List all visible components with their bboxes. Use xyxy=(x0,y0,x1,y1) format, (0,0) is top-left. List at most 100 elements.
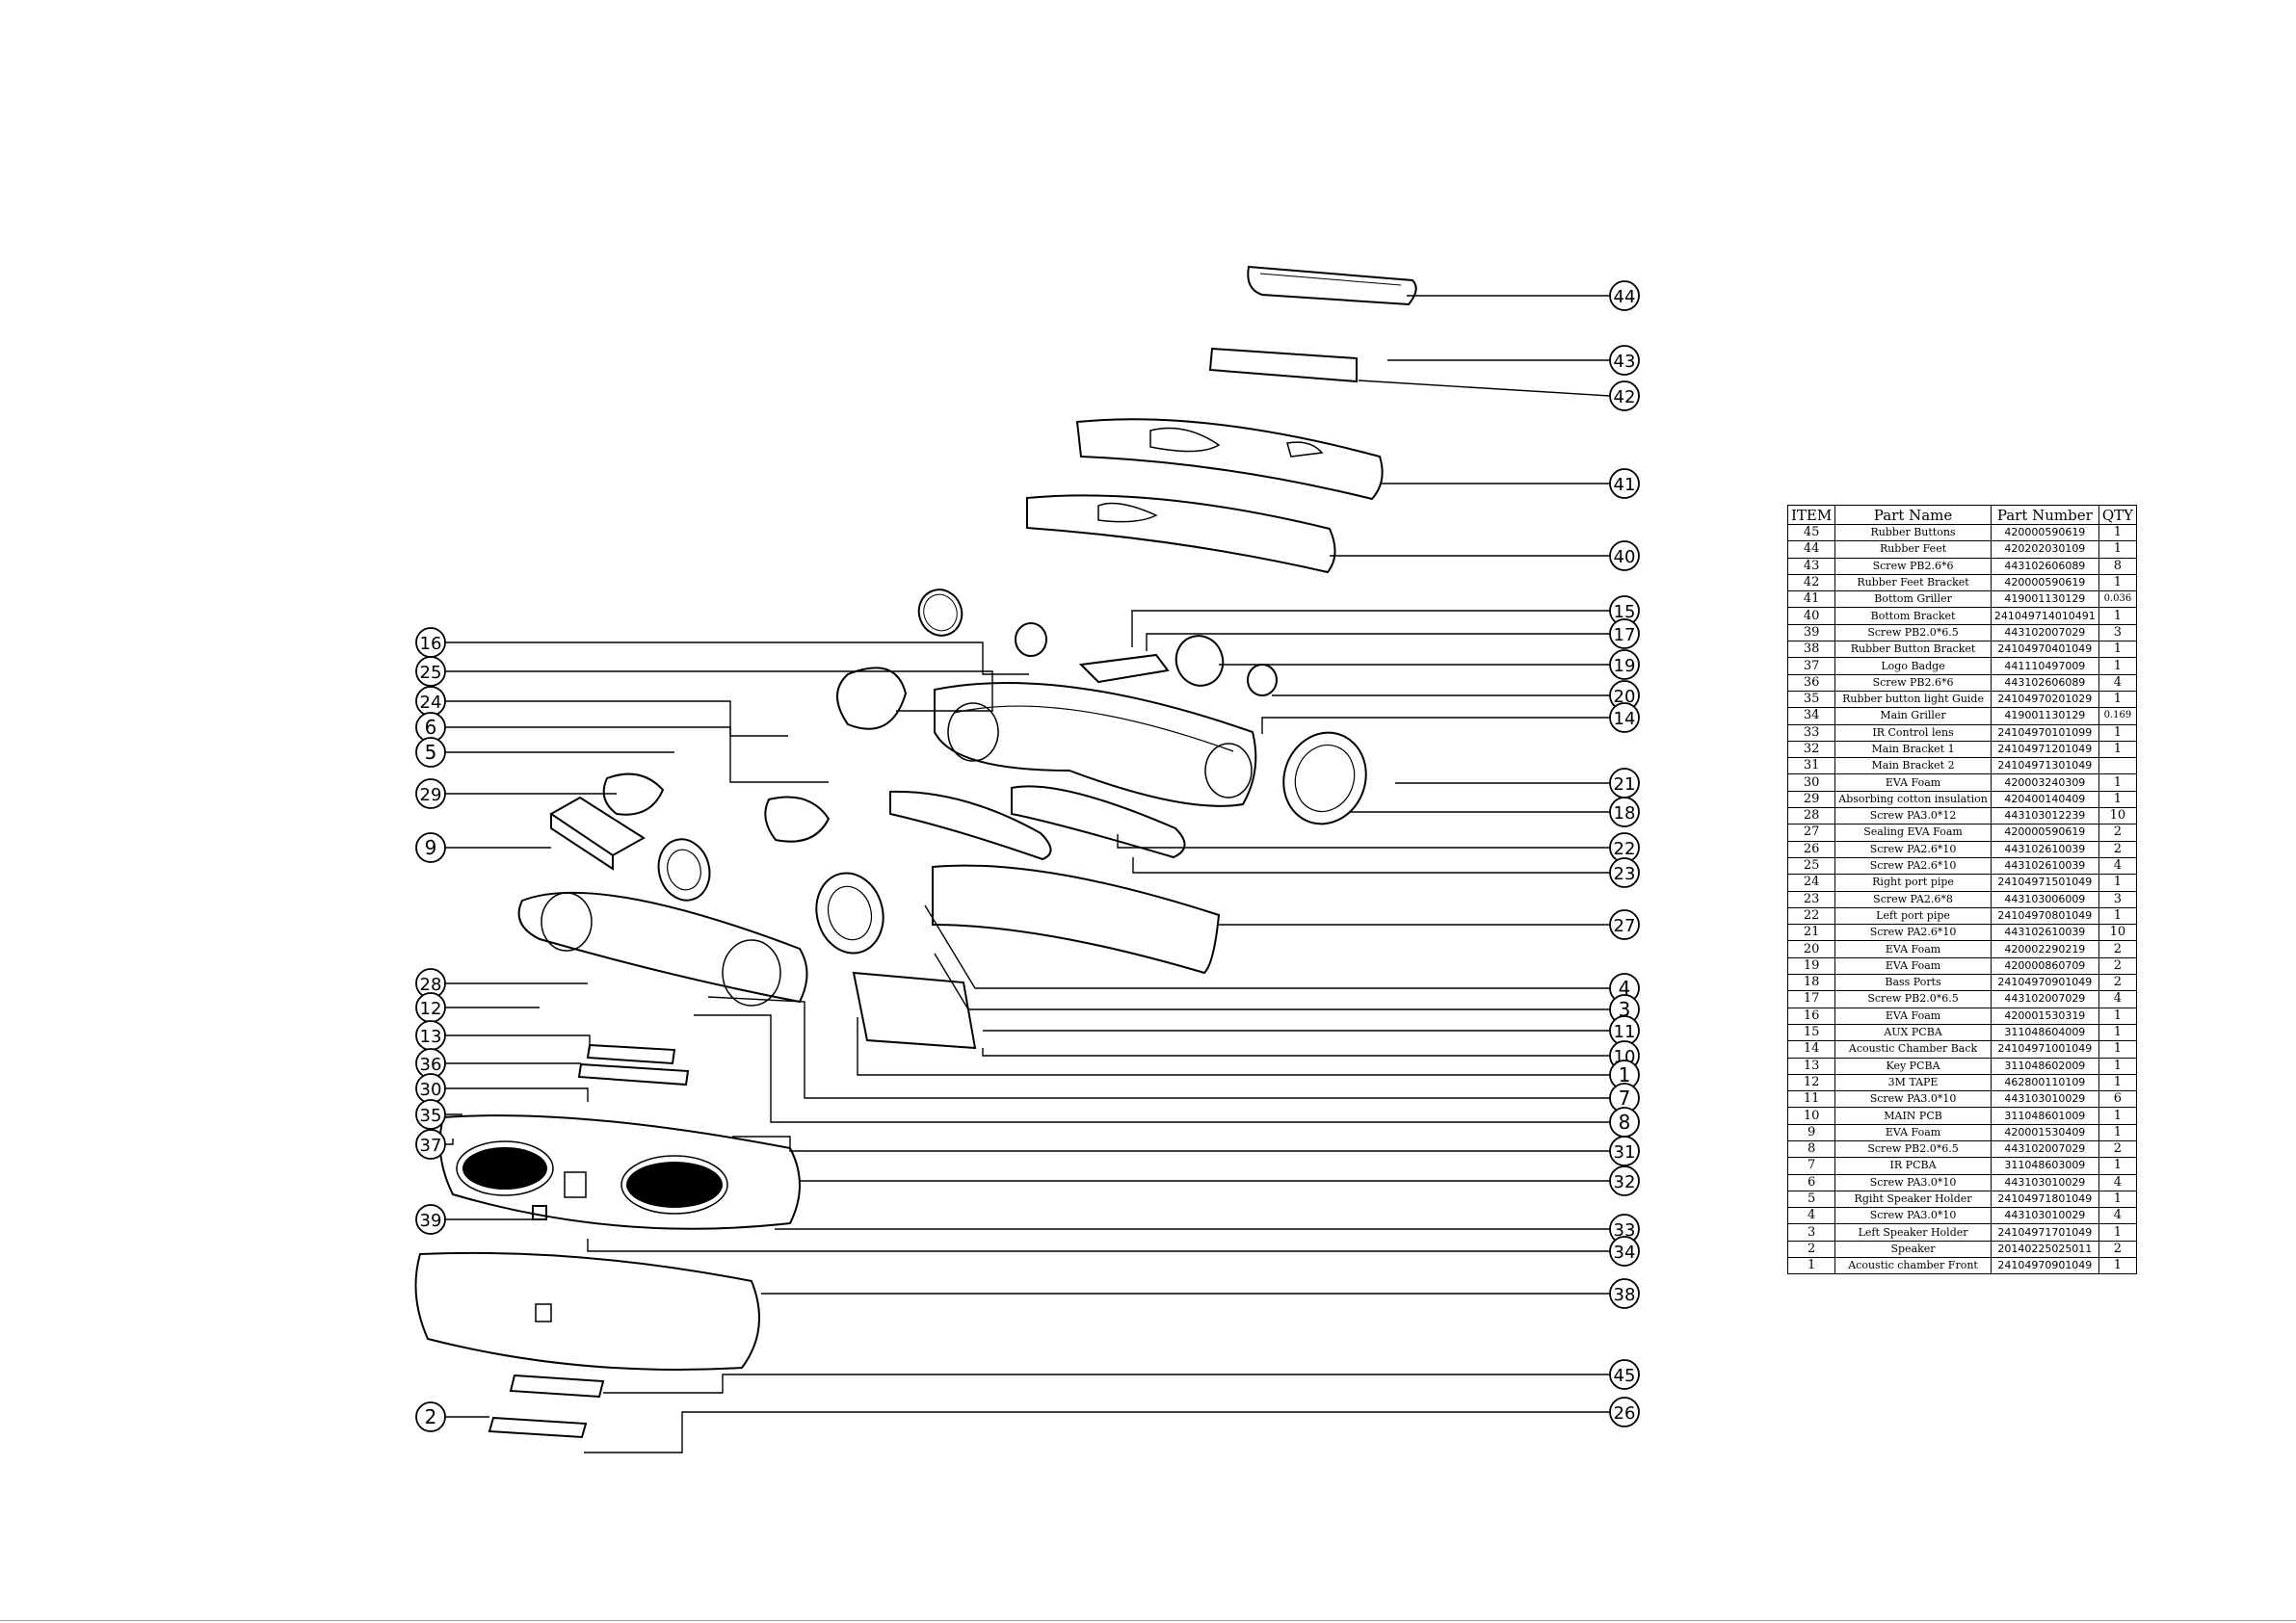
bom-part-name: Rgiht Speaker Holder xyxy=(1834,1190,1992,1209)
callout-number: 25 xyxy=(420,663,442,683)
bom-item-number: 4 xyxy=(1786,1207,1836,1225)
leader-line xyxy=(1146,633,1610,651)
callout-circle xyxy=(415,1129,446,1160)
bom-header-qty: QTY xyxy=(2098,505,2138,525)
callout-circle xyxy=(1609,1397,1640,1427)
bom-part-name: Bass Ports xyxy=(1834,974,1992,992)
bom-part-name: Acoustic Chamber Back xyxy=(1834,1040,1992,1059)
callout-number: 42 xyxy=(1614,387,1636,407)
bom-part-name: Screw PA3.0*10 xyxy=(1834,1090,1992,1109)
callout-circle xyxy=(415,1401,446,1432)
callout-number: 4 xyxy=(1619,977,1631,1000)
bom-part-name: Key PCBA xyxy=(1834,1057,1992,1075)
callout-number: 27 xyxy=(1614,916,1636,936)
bom-part-number: 420003240309 xyxy=(1990,773,2099,792)
callout-circle xyxy=(1609,1236,1640,1267)
bom-qty: 1 xyxy=(2098,1123,2138,1141)
bom-qty: 2 xyxy=(2098,840,2138,858)
callout-number: 39 xyxy=(420,1211,442,1231)
bom-qty: 0.036 xyxy=(2098,590,2138,609)
page-bottom-rule xyxy=(0,1620,2296,1621)
bom-qty: 1 xyxy=(2098,657,2138,675)
callout-number: 34 xyxy=(1614,1243,1636,1263)
callout-circle xyxy=(1609,1165,1640,1196)
callout-circle xyxy=(415,1204,446,1235)
bom-item-number: 42 xyxy=(1786,573,1836,592)
callout-number: 36 xyxy=(420,1055,442,1075)
bom-item-number: 12 xyxy=(1786,1073,1836,1092)
bom-part-number: 420000590619 xyxy=(1990,573,2099,592)
bom-part-name: Screw PB2.6*6 xyxy=(1834,557,1992,575)
bom-qty: 4 xyxy=(2098,856,2138,876)
bom-item-number: 26 xyxy=(1786,840,1836,858)
bom-part-number: 443102606089 xyxy=(1990,673,2099,692)
bom-qty: 0.169 xyxy=(2098,707,2138,725)
bom-part-name: 3M TAPE xyxy=(1834,1073,1992,1092)
callout-number: 38 xyxy=(1614,1285,1636,1305)
bom-part-number: 420002290219 xyxy=(1990,940,2099,958)
bom-part-name: Bottom Griller xyxy=(1834,590,1992,609)
callout-circle xyxy=(1609,1278,1640,1309)
bom-item-number: 3 xyxy=(1786,1223,1836,1242)
callout-number: 11 xyxy=(1614,1022,1636,1042)
bom-item-number: 28 xyxy=(1786,807,1836,825)
bom-qty: 4 xyxy=(2098,990,2138,1008)
callout-number: 2 xyxy=(425,1405,437,1428)
part-bottom-bracket xyxy=(1026,494,1336,574)
callout-circle xyxy=(1609,649,1640,680)
bom-item-number: 33 xyxy=(1786,723,1836,742)
callout-circle xyxy=(1609,345,1640,376)
callout-number: 9 xyxy=(425,836,437,859)
leader-line xyxy=(587,1239,1610,1252)
bom-qty: 1 xyxy=(2098,723,2138,742)
bom-part-name: Absorbing cotton insulation xyxy=(1834,790,1992,809)
callout-number: 1 xyxy=(1619,1063,1631,1086)
bom-qty: 1 xyxy=(2098,1190,2138,1209)
leader-line xyxy=(924,904,1610,989)
bom-part-number: 443102007029 xyxy=(1990,623,2099,642)
bom-part-number: 24104971301049 xyxy=(1990,757,2099,775)
bom-item-number: 41 xyxy=(1786,590,1836,609)
bom-part-name: Rubber Button Bracket xyxy=(1834,641,1992,659)
bom-qty: 10 xyxy=(2098,924,2138,942)
part-acoustic-chamber-back xyxy=(934,681,1257,807)
callout-number: 22 xyxy=(1614,839,1636,859)
callout-number: 17 xyxy=(1614,625,1636,645)
bom-part-name: Screw PB2.0*6.5 xyxy=(1834,1139,1992,1159)
part-key-pcba xyxy=(577,1062,690,1086)
bom-part-number: 420000590619 xyxy=(1990,824,2099,842)
bom-qty: 6 xyxy=(2098,1090,2138,1109)
part-foam-cone xyxy=(836,667,908,730)
part-rubber-feet-bracket xyxy=(1208,347,1358,383)
bom-part-name: Screw PA2.6*10 xyxy=(1834,924,1992,942)
bom-part-number: 311048602009 xyxy=(1990,1057,2099,1075)
part-rubber-buttons xyxy=(488,1416,588,1439)
callout-circle xyxy=(415,832,446,863)
callout-number: 33 xyxy=(1614,1220,1636,1241)
bom-part-name: Bottom Bracket xyxy=(1834,607,1992,625)
bom-part-name: Main Bracket 2 xyxy=(1834,757,1992,775)
bom-qty: 1 xyxy=(2098,1223,2138,1242)
part-main-pcb xyxy=(852,971,977,1050)
part-logo-badge xyxy=(532,1205,547,1220)
bom-part-number: 443102610039 xyxy=(1990,840,2099,858)
leader-line xyxy=(1358,380,1611,397)
bom-part-number: 443103010029 xyxy=(1990,1207,2099,1225)
bom-part-name: Rubber Feet xyxy=(1834,540,1992,559)
callout-circle xyxy=(1609,797,1640,827)
bom-item-number: 17 xyxy=(1786,990,1836,1008)
bom-part-name: Main Griller xyxy=(1834,707,1992,725)
bom-part-name: Screw PA2.6*8 xyxy=(1834,890,1992,908)
callout-circle xyxy=(415,778,446,809)
